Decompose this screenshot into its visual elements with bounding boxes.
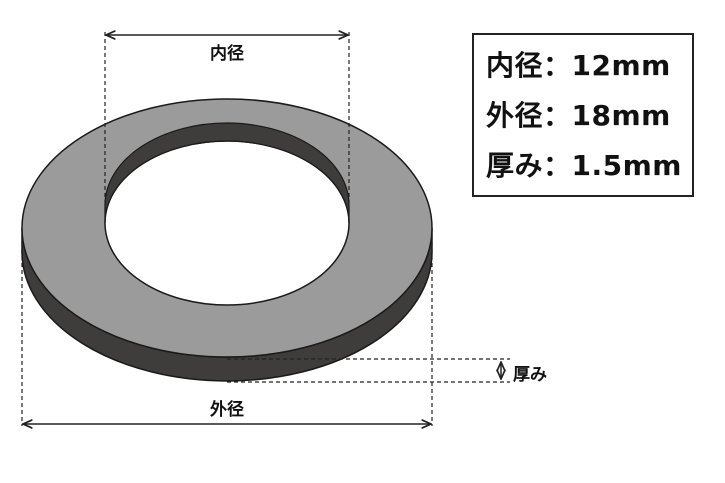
spec-value: 18mm xyxy=(571,99,671,132)
outer-diameter-dimension: 外径 xyxy=(21,228,433,426)
spec-box: 内径：12mm 外径：18mm 厚み：1.5mm xyxy=(472,33,694,197)
spec-row-thickness: 厚み：1.5mm xyxy=(486,141,692,191)
spec-value: 1.5mm xyxy=(571,149,682,182)
spec-row-outer-diameter: 外径：18mm xyxy=(486,91,692,141)
thickness-dimension: 厚み xyxy=(227,358,547,385)
thickness-label: 厚み xyxy=(513,365,547,385)
spec-separator: ： xyxy=(543,149,572,182)
spec-label: 内径 xyxy=(486,49,544,82)
outer-diameter-label: 外径 xyxy=(210,399,244,420)
washer-hole-wall xyxy=(104,122,350,224)
spec-separator: ： xyxy=(543,99,572,132)
inner-diameter-label: 内径 xyxy=(210,43,244,64)
spec-label: 外径 xyxy=(486,99,544,132)
inner-diameter-dimension: 内径 xyxy=(104,32,350,223)
spec-label: 厚み xyxy=(486,149,544,182)
spec-value: 12mm xyxy=(571,49,671,82)
spec-separator: ： xyxy=(543,49,572,82)
spec-row-inner-diameter: 内径：12mm xyxy=(486,41,692,91)
